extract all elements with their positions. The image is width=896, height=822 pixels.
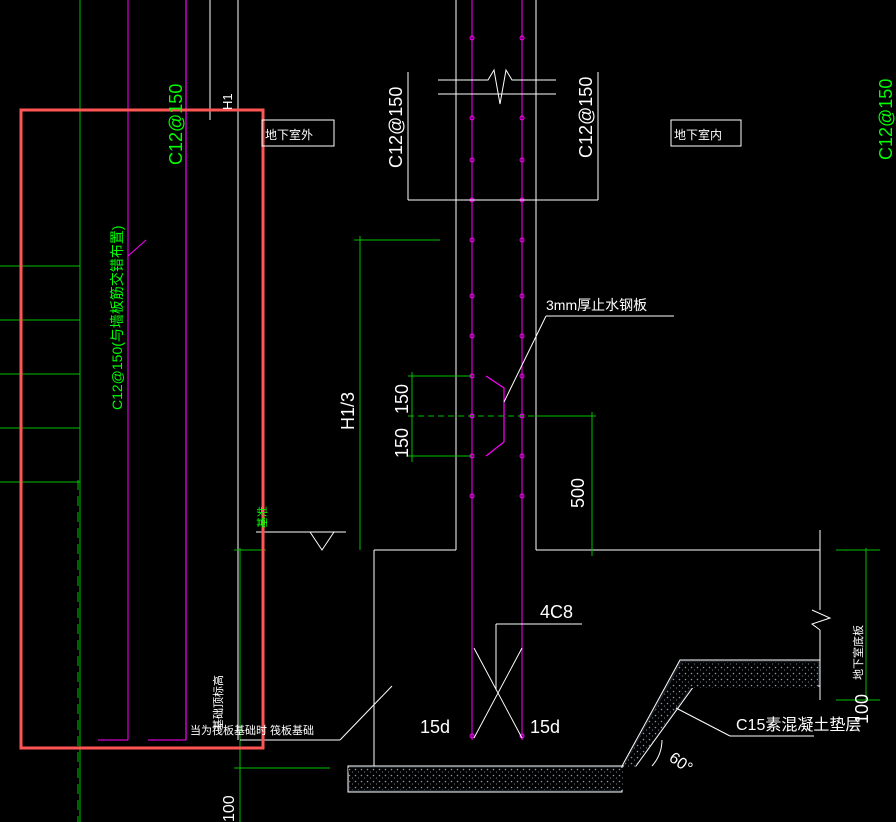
dimension-lines xyxy=(234,236,880,822)
outdoor-box xyxy=(261,119,335,147)
indoor-box xyxy=(670,119,742,147)
dim-bottom-label: 100 xyxy=(221,795,238,822)
dim-100-label: 100 xyxy=(852,694,872,724)
base-note2-label: 基础顶标高 xyxy=(211,675,225,730)
base-note-label: 当为筏板基础时 筏板基础 xyxy=(190,723,314,737)
rebar-left-top-label: C12@150 xyxy=(166,84,186,165)
dim-500-label: 500 xyxy=(568,478,588,508)
h1-label: H1 xyxy=(220,93,235,110)
inner-rebar-right-label: C12@150 xyxy=(576,77,596,158)
rebar-right-top-label: C12@150 xyxy=(876,79,896,160)
waterstop-plate xyxy=(485,375,505,457)
bottom-cross-rebar xyxy=(240,623,814,767)
inner-rebar-left-label: C12@150 xyxy=(386,87,406,168)
dim-150a-label: 150 xyxy=(392,384,412,414)
dim-150b-label: 150 xyxy=(392,428,412,458)
elevation-marker xyxy=(256,531,346,551)
anchor-left-label: 15d xyxy=(420,717,450,737)
bottom-rebar-label: 4C8 xyxy=(540,602,573,622)
waterstop-leader xyxy=(503,315,674,403)
break-line-top xyxy=(407,68,599,201)
elevation-mark-label: 基准 xyxy=(256,506,269,528)
rebar-vertical-note: C12@150(与墙板筋交错布置) xyxy=(109,225,125,410)
left-grid-lines xyxy=(0,0,81,822)
bottom-slab xyxy=(347,659,821,793)
c15-label: C15素混凝土垫层 xyxy=(736,716,861,734)
floor-note-label: 地下室底板 xyxy=(851,625,865,680)
dim-h1-3-label: H1/3 xyxy=(338,392,358,430)
waterstop-label: 3mm厚止水钢板 xyxy=(546,297,647,313)
outdoor-label: 地下室外 xyxy=(265,127,313,142)
indoor-label: 地下室内 xyxy=(674,127,722,142)
highlight-box xyxy=(19,108,265,750)
left-wall-section xyxy=(98,0,239,741)
anchor-right-label: 15d xyxy=(530,717,560,737)
